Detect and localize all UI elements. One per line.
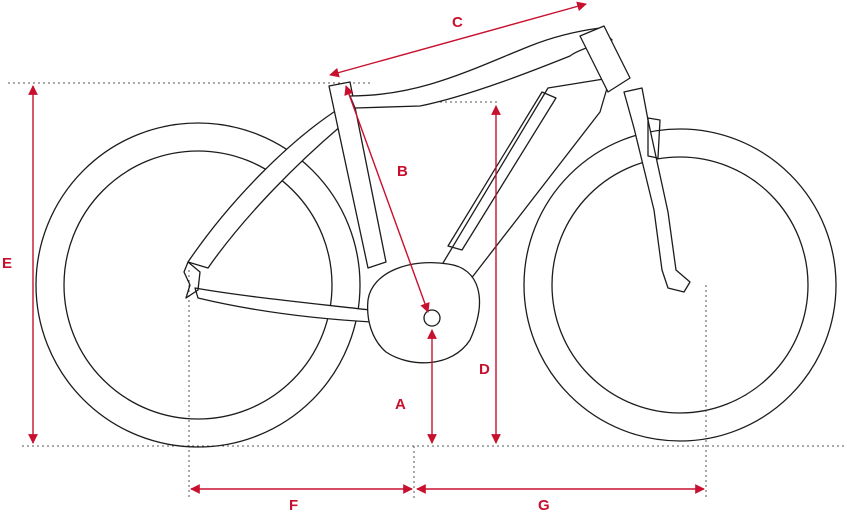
dimension-b-line xyxy=(344,85,430,313)
label-e: E xyxy=(2,255,12,272)
dimension-lines xyxy=(28,1,705,494)
label-b: B xyxy=(397,163,408,180)
label-c: C xyxy=(452,14,463,31)
label-d: D xyxy=(479,361,490,378)
seat-stay xyxy=(187,107,349,269)
seat-tube xyxy=(328,81,387,269)
label-g: G xyxy=(538,497,550,514)
crank-spindle xyxy=(423,309,441,327)
front-light xyxy=(647,117,661,159)
dimension-c-line xyxy=(329,1,587,78)
motor-housing xyxy=(366,262,481,364)
down-tube xyxy=(439,77,611,281)
fork xyxy=(623,87,691,293)
dimension-labels: A B C D E F G xyxy=(2,14,550,514)
battery xyxy=(447,91,557,251)
head-tube xyxy=(579,25,631,93)
chain-stay xyxy=(194,287,373,323)
rear-dropout xyxy=(183,261,201,299)
front-wheel xyxy=(523,128,837,442)
label-f: F xyxy=(289,497,298,514)
label-a: A xyxy=(395,396,406,413)
bike-frame xyxy=(183,25,691,364)
